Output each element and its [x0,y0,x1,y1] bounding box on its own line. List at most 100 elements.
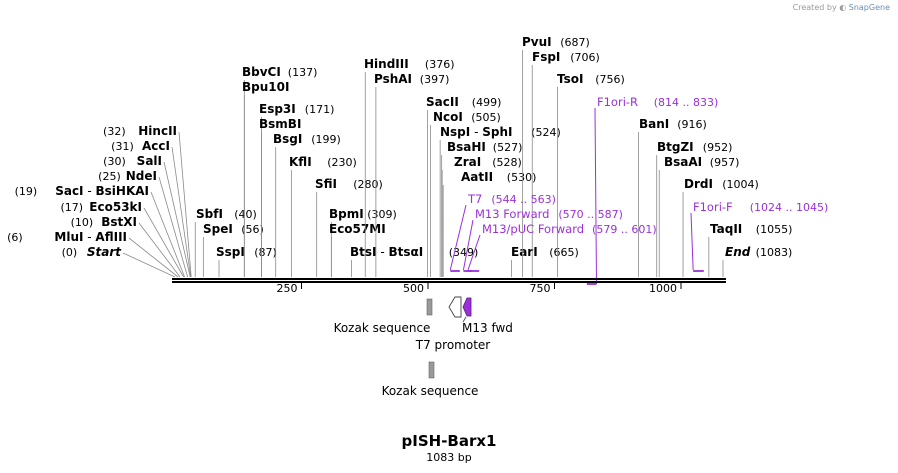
site-label: AccI [142,139,170,153]
site-position: (1004) [722,178,759,191]
site-name-alt: AflIII [95,230,127,244]
primer-position: (1024 .. 1045) [750,201,829,214]
site-position: (952) [703,141,733,154]
primer-m13-forward: M13 Forward(570 .. 587) [462,207,623,272]
site-position: (957) [710,156,740,169]
site-position: (376) [425,58,455,71]
site-position: (665) [549,246,579,259]
site-position: (349) [449,246,479,259]
site-leader [128,237,179,278]
site-label: NdeI [126,169,157,183]
site-position: (17) [60,201,83,214]
site-pshai-23: PshAI(397) [374,72,449,277]
primer-annotations: T7(544 .. 563)M13 Forward(570 .. 587)M13… [449,95,829,285]
site-zrai-28: ZraI(528) [441,155,522,277]
ruler-tick-500: 500 [403,282,429,295]
site-btsi-21: BtsI - BtsαI(349) [350,245,478,277]
site-tsoi-33: TsoI(756) [557,72,625,277]
feature-label: T7 promoter [415,338,491,352]
site-position: (32) [103,125,126,138]
site-position: (499) [472,96,502,109]
primer-label: F1ori-R [597,95,638,109]
site-bstxi-2: BstXI(10) [71,215,181,278]
site-position: (0) [62,246,78,259]
site-label: BsmBI [259,117,301,131]
site-ncoi-25: NcoI (505) [430,110,501,277]
credit-prefix: Created by [792,3,837,12]
site-position: (916) [677,118,707,131]
site-bsaai-36: BsaAI (957) [658,155,740,277]
site-position: (40) [234,208,257,221]
ruler-tick-label: 250 [277,282,298,295]
site-sspi-11: SspI(87) [216,245,277,277]
site-position: (528) [492,156,522,169]
site-label: KflI [289,155,312,169]
site-hindiii-22: HindIII (376) [364,57,455,277]
site-name: BtsI [350,245,377,259]
site-bsahi-27: BsaHI(527) [441,140,522,277]
site-position: (171) [305,103,335,116]
site-name-alt: BtsαI [388,245,423,259]
site-nspi-26: NspI - SphI (524) [439,125,561,277]
site-position: (505) [471,111,501,124]
site-hincii-8: HincII (32) [103,124,192,278]
primer-m13-puc-forward: M13/pUC Forward (579 .. 601) [467,222,657,272]
site-position: (524) [531,126,561,139]
site-position: (87) [254,246,277,259]
feature-t7-promoter: T7 promoter [415,296,491,352]
site-position: (309) [367,208,397,221]
feature-m13-fwd: M13 fwd [462,297,513,335]
primer-position: (579 .. 601) [592,223,657,236]
ruler-tick-label: 500 [403,282,424,295]
feature-kozak-sequence-2: Kozak sequence [382,361,478,398]
map-title: pISH-Barx1 [401,432,497,450]
site-start-0: Start(0) [62,245,176,278]
site-eari-30: EarI(665) [511,245,579,277]
site-separator: - [470,125,482,139]
site-bsgi-16: BsgI(199) [273,132,341,277]
site-separator: - [83,230,95,244]
primer-label: M13/pUC Forward [482,222,584,236]
primer-f1ori-f: F1ori-F(1024 .. 1045) [690,200,829,272]
site-label: SacII [426,95,459,109]
site-position: (30) [103,155,126,168]
site-position: (56) [241,223,264,236]
primer-leader [462,219,474,271]
primer-f1ori-r: F1ori-R (814 .. 833) [586,95,719,285]
site-leader [150,191,185,278]
site-label: AatII [461,170,493,184]
feature-box [426,298,433,316]
site-name: SacI [55,184,83,198]
site-position: (10) [71,216,94,229]
snapgene-credit: Created by ◐ SnapGene [793,3,890,12]
site-bpu10i-13: Bpu10I [242,80,289,277]
primer-leader [594,107,597,285]
site-aatii-29: AatII(530) [442,170,536,277]
site-label: HindIII [364,57,409,71]
site-fspi-32: FspI(706) [531,50,600,277]
site-position: (230) [327,156,357,169]
site-position: (687) [560,36,590,49]
site-position: (397) [420,73,450,86]
restriction-sites: Start(0)MluI - AflIII(6)BstXI(10)Eco53kI… [7,35,793,278]
site-label: NcoI [433,110,463,124]
map-length: 1083 bp [426,451,472,464]
primer-leader [449,204,467,271]
credit-brand: SnapGene [848,3,890,12]
site-eco57mi-20: Eco57MI [329,222,386,277]
primer-position: (814 .. 833) [654,96,719,109]
site-position: (31) [111,140,134,153]
feature-arrow [448,296,462,318]
site-position: (199) [311,133,341,146]
site-mlui-1: MluI - AflIII(6) [7,230,179,278]
site-label: Bpu10I [242,80,289,94]
site-position: (1083) [756,246,793,259]
site-label: BpmI [329,207,364,221]
site-label: NspI - SphI [440,125,512,139]
site-label: BsaAI [664,155,702,169]
site-label: HincII [138,124,177,138]
site-sfii-18: SfiI(280) [315,177,383,277]
ruler-tick-label: 750 [530,282,551,295]
primer-position: (544 .. 563) [491,193,556,206]
